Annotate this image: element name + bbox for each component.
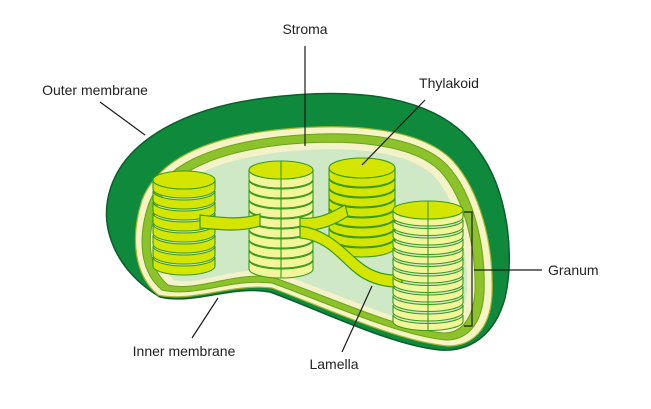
- thylakoid-leader: [361, 99, 426, 166]
- thylakoid-disc: [392, 257, 464, 275]
- thylakoid-disc: [392, 266, 464, 284]
- thylakoid-disc: [392, 285, 464, 303]
- thylakoid-disc: [392, 238, 464, 256]
- thylakoid-disc: [152, 190, 216, 210]
- thylakoid-disc: [392, 247, 464, 265]
- inner-membrane-label: Inner membrane: [133, 343, 236, 359]
- thylakoid-top: [152, 170, 216, 190]
- thylakoid-disc: [392, 295, 464, 313]
- lamella-left: [199, 213, 261, 231]
- granum-label: Granum: [548, 262, 599, 278]
- thylakoid-label: Thylakoid: [419, 75, 479, 91]
- thylakoid-disc: [392, 219, 464, 237]
- granum-front: [392, 200, 464, 332]
- leader-lines: [99, 46, 542, 353]
- thylakoid-disc: [152, 223, 216, 243]
- lamella-label: Lamella: [309, 356, 358, 372]
- outer-membrane-label: Outer membrane: [42, 82, 148, 98]
- lamellae: [199, 204, 403, 288]
- outer-membrane-leader: [99, 101, 146, 136]
- thylakoid-disc: [392, 304, 464, 322]
- inner-membrane-leader: [191, 297, 219, 339]
- thylakoid-disc: [392, 314, 464, 332]
- grana-stacks-front: [392, 200, 464, 332]
- thylakoid-disc: [328, 187, 396, 208]
- thylakoid-disc: [392, 228, 464, 246]
- thylakoid-disc: [328, 177, 396, 198]
- stroma-label: Stroma: [282, 21, 327, 37]
- thylakoid-disc: [152, 256, 216, 276]
- thylakoid-top: [328, 157, 396, 179]
- thylakoid-disc: [392, 276, 464, 294]
- thylakoid-disc: [152, 234, 216, 254]
- granum-upper-right: [328, 157, 396, 258]
- granum-bracket: [464, 211, 473, 327]
- thylakoid-disc: [152, 245, 216, 265]
- lamella-leader: [341, 285, 373, 353]
